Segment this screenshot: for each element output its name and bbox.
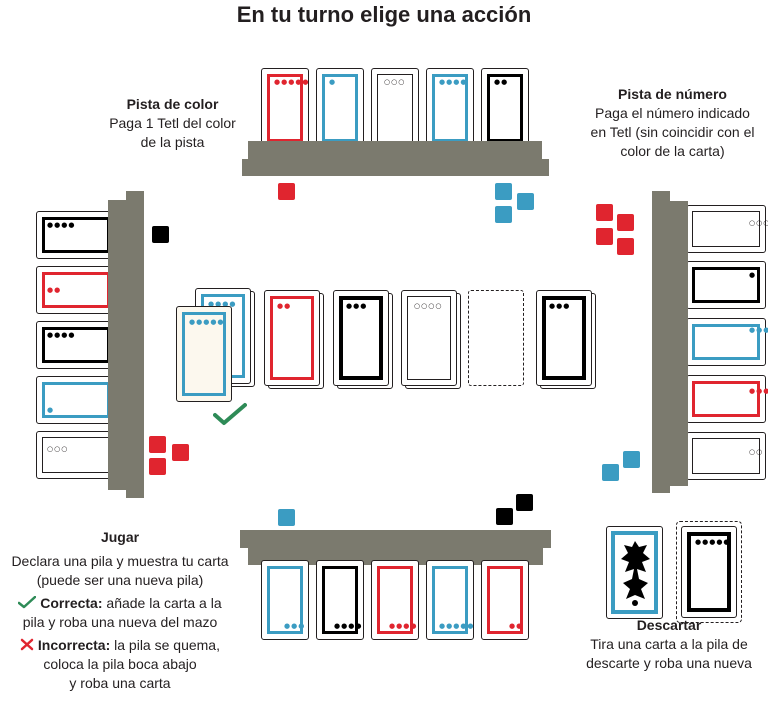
right-card-rack [670, 201, 688, 486]
incorrect-label: Incorrecta: [37, 637, 111, 653]
token-blue [495, 183, 512, 200]
hand-card-black-1: ● [686, 261, 766, 309]
hand-card-white-3: ○○○ [36, 431, 116, 479]
hand-card-red-4: ●●●● [371, 560, 419, 640]
left-card-rack-base [126, 191, 144, 498]
discard-line1: Tira una carta a la pila de [590, 636, 748, 652]
token-red [596, 228, 613, 245]
incorrect-line3: y roba una carta [69, 675, 171, 691]
played-card-blue-5: ●●●●● [176, 306, 232, 402]
discard-card-black-5: ●●●●● [681, 526, 737, 618]
token-blue [602, 464, 619, 481]
hand-card-white-3: ○○○ [686, 205, 768, 253]
card-back-icon [621, 541, 650, 606]
discard-heading: Descartar [636, 617, 702, 633]
token-blue [517, 193, 534, 210]
token-black [496, 508, 513, 525]
hand-card-blue-3: ●●● [261, 560, 309, 640]
cross-icon [20, 638, 34, 651]
hand-card-black-2: ●● [481, 68, 529, 148]
color-hint-line1: Paga 1 Tetl del color [109, 115, 236, 131]
number-hint-text: Pista de número Paga el número indicado … [580, 85, 765, 161]
play-line2: (puede ser una nueva pila) [36, 572, 204, 588]
check-icon [213, 403, 247, 425]
check-icon [18, 595, 37, 609]
incorrect-line2: coloca la pila boca abajo [43, 656, 197, 672]
pile-black: ●●● [333, 290, 389, 386]
bottom-card-rack-base [240, 530, 551, 548]
color-hint-line2: de la pista [140, 134, 205, 150]
token-red [172, 444, 189, 461]
token-blue [278, 509, 295, 526]
left-card-rack [108, 200, 126, 490]
correct-text: añade la carta a la [106, 595, 222, 611]
token-red [617, 238, 634, 255]
token-red [617, 214, 634, 231]
hand-card-red-5: ●●●●● [261, 68, 309, 148]
hand-card-blue-4: ●●●● [426, 68, 474, 148]
token-red [278, 183, 295, 200]
hand-card-red-2: ●● [481, 560, 529, 640]
right-card-rack-base [652, 191, 670, 493]
pile-red: ●● [264, 290, 320, 386]
hand-card-black-4: ●●●● [316, 560, 364, 640]
token-red [149, 458, 166, 475]
pile-white: ○○○○ [401, 290, 457, 386]
deck-card-back [606, 526, 663, 619]
top-card-rack-base [242, 159, 549, 176]
token-red [596, 204, 613, 221]
token-black [516, 494, 533, 511]
play-heading: Jugar [100, 529, 140, 545]
hand-card-black-4b: ●●●● [36, 321, 116, 369]
hand-card-black-4: ●●●● [36, 211, 116, 259]
hand-card-blue-1: ● [316, 68, 364, 148]
hand-card-blue-5: ●●●●● [426, 560, 474, 640]
discard-pile-slot [676, 521, 742, 623]
token-black [152, 226, 169, 243]
color-hint-text: Pista de color Paga 1 Tetl del color de … [85, 95, 260, 152]
pile-black-3: ●●● [536, 290, 592, 386]
hand-card-red-2: ●● [36, 266, 116, 314]
play-line1: Declara una pila y muestra tu carta [11, 553, 229, 569]
hand-card-white-2: ○○ [686, 432, 766, 480]
number-hint-line1: Paga el número indicado [595, 105, 750, 121]
incorrect-text: la pila se quema, [114, 637, 220, 653]
number-hint-line2: en Tetl (sin coincidir con el [590, 124, 755, 140]
correct-label: Correcta: [40, 595, 103, 611]
hand-card-red-3: ●●● [686, 375, 768, 423]
discard-text: Descartar Tira una carta a la pila de de… [570, 616, 768, 673]
token-blue [495, 206, 512, 223]
number-hint-heading: Pista de número [618, 86, 727, 102]
token-red [149, 436, 166, 453]
hand-card-white-3: ○○○ [371, 68, 419, 148]
color-hint-heading: Pista de color [126, 96, 219, 112]
correct-line2: pila y roba una nueva del mazo [22, 614, 218, 630]
page-title: En tu turno elige una acción [236, 2, 532, 27]
top-card-rack [248, 141, 542, 159]
empty-pile-slot [468, 290, 524, 386]
hand-card-blue-1: ● [36, 376, 116, 424]
play-text: Jugar Declara una pila y muestra tu cart… [0, 528, 240, 693]
token-blue [623, 451, 640, 468]
number-hint-line3: color de la carta) [620, 143, 725, 159]
hand-card-blue-5: ●●●●● [686, 318, 768, 366]
discard-line2: descarte y roba una nueva [586, 655, 752, 671]
